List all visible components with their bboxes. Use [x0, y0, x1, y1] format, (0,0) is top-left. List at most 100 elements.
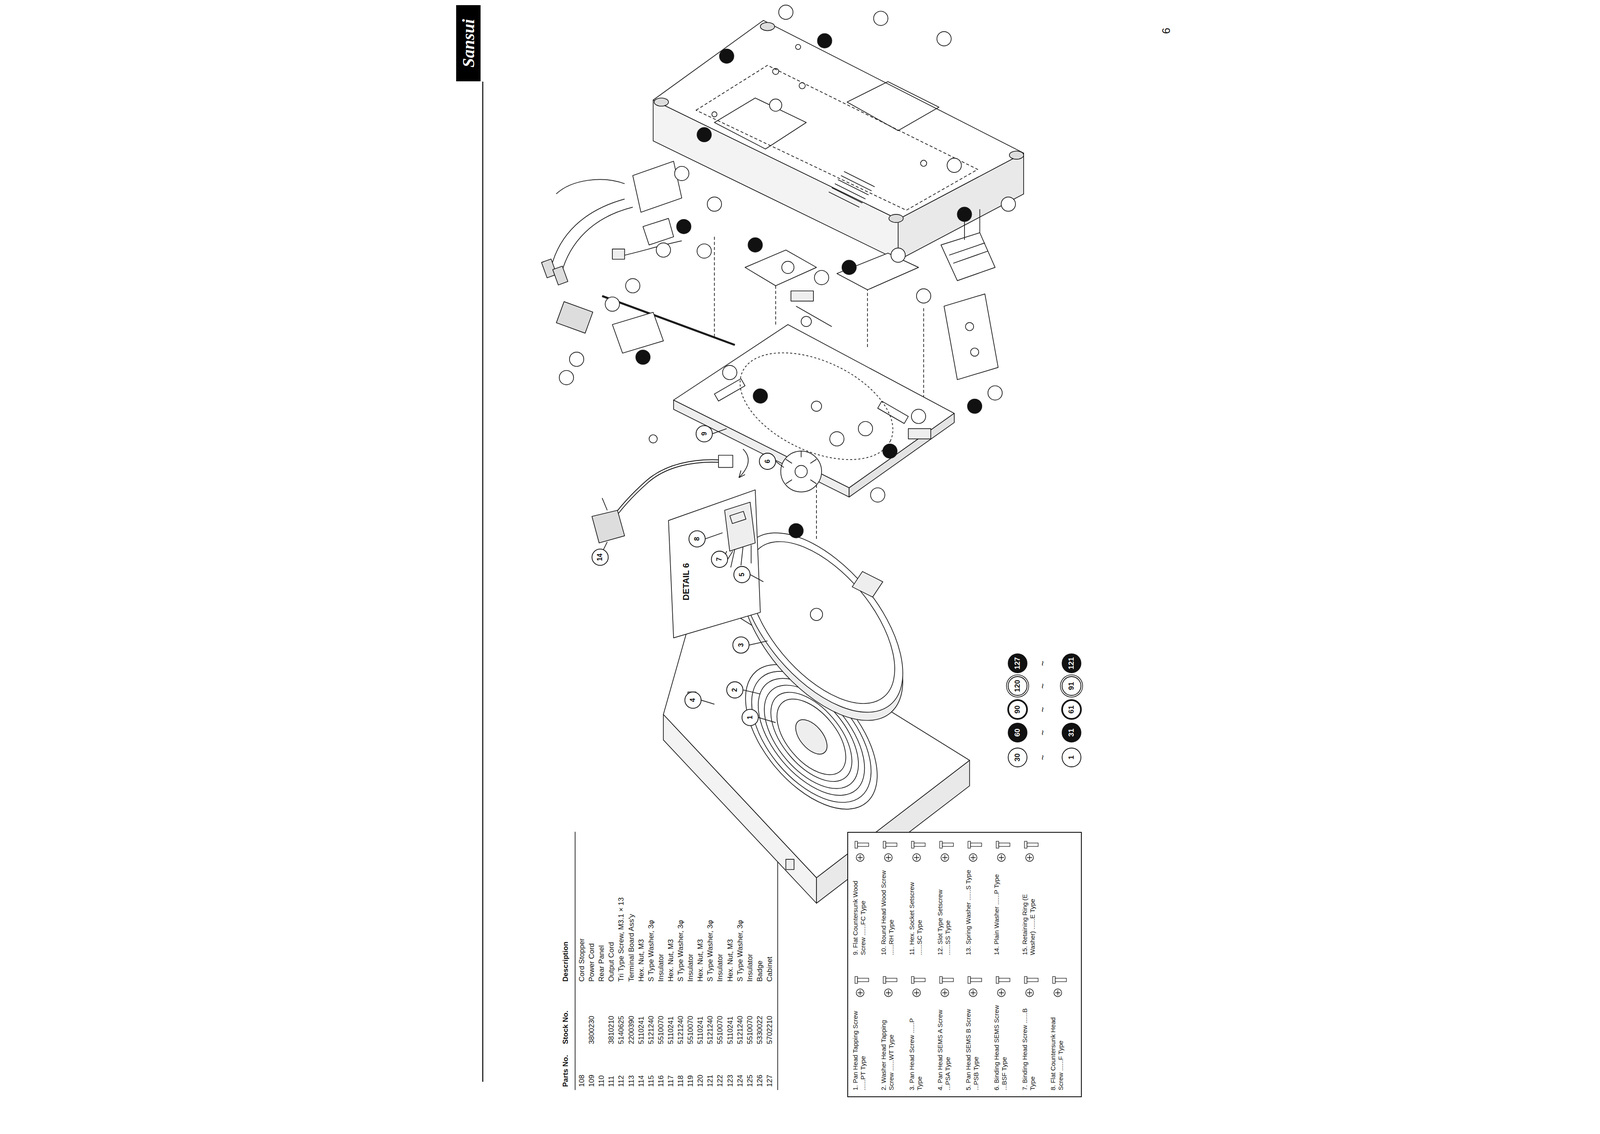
stock-number: 5330022 — [755, 1015, 765, 1045]
screw-side-symbol — [885, 978, 897, 982]
callout-marker — [635, 350, 651, 365]
leader-line — [603, 428, 784, 723]
screw-side-symbol — [883, 841, 886, 849]
callout-marker — [916, 288, 931, 303]
callout-circle — [742, 709, 759, 726]
table-rule — [574, 831, 576, 1090]
screw-type-text: 3. Pan Head Screw ......P Type — [908, 1004, 924, 1091]
callout-number: 4 — [688, 698, 697, 703]
callout-marker — [656, 243, 671, 258]
mechanical-plate — [908, 428, 931, 440]
callout-marker — [697, 243, 712, 259]
callout-number: 5 — [738, 572, 746, 577]
callout-number: 3 — [736, 643, 745, 648]
part-number: 122 — [715, 1074, 725, 1087]
cords — [561, 207, 633, 274]
platter — [851, 571, 883, 598]
part-number: 112 — [617, 1075, 626, 1087]
range-number: 31 — [1067, 728, 1076, 737]
stock-number: 3800230 — [587, 1015, 597, 1045]
part-number: 114 — [637, 1075, 646, 1087]
part-description: S Type Washer, 3φ — [706, 920, 715, 982]
callout-marker — [1001, 196, 1016, 211]
part-description: Tri Type Screw, M3.1 × 13 — [617, 897, 626, 982]
leader-line — [750, 574, 764, 582]
screw-side-symbol — [914, 978, 926, 982]
cabinet — [654, 97, 669, 107]
screw-head-symbol — [941, 988, 949, 997]
callout-circle — [1008, 700, 1028, 719]
exploded-view — [482, 5, 1024, 1093]
screw-head-symbol — [997, 988, 1006, 997]
callout-marker — [748, 237, 763, 253]
callout-marker — [870, 487, 885, 502]
screw-type-text: 9. Flat Countersunk Wood Screw ......FC … — [851, 869, 867, 956]
screw-head-symbol — [856, 988, 864, 997]
callout-marker — [829, 431, 844, 446]
part-description: Hex. Nut, M3 — [666, 939, 676, 982]
range-number: 61 — [1067, 705, 1076, 714]
screw-head-symbol — [885, 854, 891, 861]
range-number: 30 — [1013, 753, 1022, 762]
callout-marker — [817, 33, 832, 48]
mechanical-plate — [673, 324, 955, 497]
screw-side-symbol — [970, 843, 982, 847]
part-number: 119 — [686, 1075, 695, 1087]
cabinet — [760, 22, 775, 31]
table-header: Stock No. — [561, 1010, 570, 1045]
callout-number: 1 — [746, 715, 754, 720]
screw-icon — [911, 841, 926, 862]
screw-icon — [1024, 841, 1039, 862]
callout-number: 7 — [715, 557, 724, 562]
callout-circle — [1062, 748, 1081, 767]
part-number: 116 — [656, 1075, 666, 1087]
detail-box — [730, 549, 736, 568]
mechanism-part — [745, 249, 817, 286]
screw-side-symbol — [1027, 843, 1039, 847]
motor — [780, 451, 822, 492]
screw-head-symbol — [942, 854, 948, 861]
callout-marker — [569, 352, 584, 367]
callout-circle — [684, 691, 701, 709]
callout-marker — [707, 196, 722, 211]
callout-circle — [1008, 653, 1028, 673]
leader-line — [742, 689, 761, 695]
screw-icon — [854, 976, 869, 997]
mechanical-plate — [673, 400, 849, 498]
guide-line — [923, 306, 925, 404]
part-number: 124 — [736, 1074, 745, 1087]
detail-box — [739, 470, 746, 478]
guide-line — [816, 479, 817, 541]
callout-number: 6 — [763, 459, 772, 464]
screw-icon — [967, 841, 982, 862]
page-number: 6 — [1160, 27, 1173, 34]
callout-circle — [1060, 674, 1083, 698]
cords — [551, 198, 625, 268]
callout-circle — [733, 636, 750, 654]
part-number: 115 — [647, 1075, 656, 1087]
tonearm — [556, 296, 735, 544]
range-number: 120 — [1013, 679, 1022, 692]
callout-circle — [1062, 723, 1081, 743]
cabinet — [653, 20, 1024, 261]
motor — [795, 465, 808, 478]
brand-logo: Sansui — [456, 5, 481, 82]
part-description: Insulator — [656, 953, 666, 982]
screw-icon — [883, 976, 897, 997]
screw-icon — [1052, 976, 1067, 997]
leader-line — [749, 641, 768, 646]
part-description: S Type Washer, 3φ — [676, 920, 686, 982]
screw-head-symbol — [884, 853, 893, 862]
stock-number: 5702210 — [765, 1015, 775, 1045]
callout-marker — [911, 409, 926, 424]
callout-marker — [625, 278, 640, 293]
callout-circle — [591, 549, 609, 566]
callout-marker — [967, 399, 982, 414]
cabinet — [847, 81, 940, 131]
callout-circle — [1008, 653, 1028, 673]
screw-head-symbol — [1025, 988, 1034, 997]
callout-circle — [1008, 748, 1028, 767]
callout-circle — [711, 551, 728, 568]
detail-box — [741, 546, 744, 566]
